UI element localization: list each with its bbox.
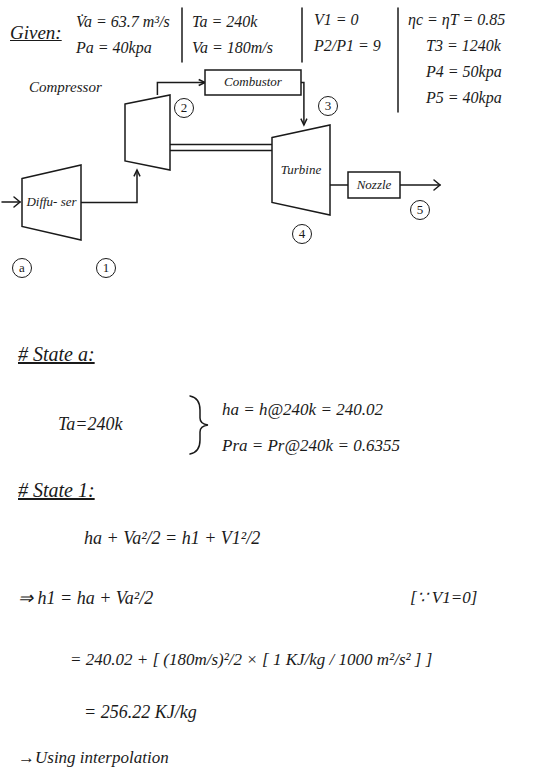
state-number: 4 [292, 224, 312, 244]
part-name: Combustor [224, 75, 282, 89]
note-text: V̇a = 63.7 m³/s [76, 12, 170, 31]
arrow-head [434, 180, 440, 190]
note-text: Pa = 40kpa [76, 38, 152, 57]
turbine-shape: Turbine [272, 125, 330, 215]
state-number: 2 [174, 98, 194, 118]
state-number: 1 [96, 258, 116, 278]
note-text: T3 = 1240k [426, 36, 501, 55]
note-text: ⇒ h1 = ha + Va²/2 [18, 588, 153, 610]
note-text: Pra = Pr@240k = 0.6355 [222, 436, 400, 456]
divider-line [181, 8, 183, 62]
note-text: # State a: [18, 342, 95, 366]
shaft-line [170, 145, 272, 151]
state-number: a [12, 258, 32, 278]
note-text: = 256.22 KJ/kg [84, 702, 197, 724]
part-name: Turbine [281, 163, 321, 177]
flow-line [157, 79, 205, 95]
divider-line [301, 8, 303, 62]
nozzle-box: Nozzle [348, 172, 400, 198]
arrow-head [14, 197, 20, 207]
note-text: V1 = 0 [314, 10, 359, 29]
flow-line [81, 170, 140, 203]
brace [190, 396, 208, 454]
compressor-shape: Compressor [125, 95, 170, 170]
note-text: Ta=240k [58, 414, 123, 436]
state-number: 3 [318, 96, 338, 116]
divider-line [397, 8, 399, 112]
part-name: Diffu- ser [26, 195, 76, 209]
part-name: Nozzle [357, 178, 392, 192]
note-text: # State 1: [18, 478, 95, 502]
note-text: ha + Va²/2 = h1 + V1²/2 [84, 528, 260, 550]
note-text: ha = h@240k = 240.02 [222, 400, 383, 420]
flow-line [330, 184, 348, 186]
note-text: P4 = 50kpa [426, 62, 502, 81]
note-text: ηc = ηT = 0.85 [408, 10, 505, 29]
note-text: = 240.02 + [ (180m/s)²/2 × [ 1 KJ/kg / 1… [70, 650, 432, 670]
combustor-box: Combustor [205, 70, 301, 95]
note-text: Given: [10, 22, 62, 45]
note-text: Ta = 240k [192, 12, 257, 31]
note-text: P5 = 40kpa [426, 88, 502, 107]
part-name: Compressor [29, 79, 102, 96]
exit-arrow [400, 184, 440, 186]
inlet-arrow [2, 201, 20, 203]
diffuser-shape: Diffu- ser [22, 165, 81, 240]
note-text: →Using interpolation [18, 748, 169, 768]
shape-outline [125, 95, 170, 170]
note-text: Va = 180m/s [192, 38, 273, 57]
note-text: P2/P1 = 9 [314, 36, 381, 55]
note-text: [∵ V1=0] [410, 588, 477, 608]
state-number: 5 [410, 200, 430, 220]
flow-line [301, 83, 307, 126]
